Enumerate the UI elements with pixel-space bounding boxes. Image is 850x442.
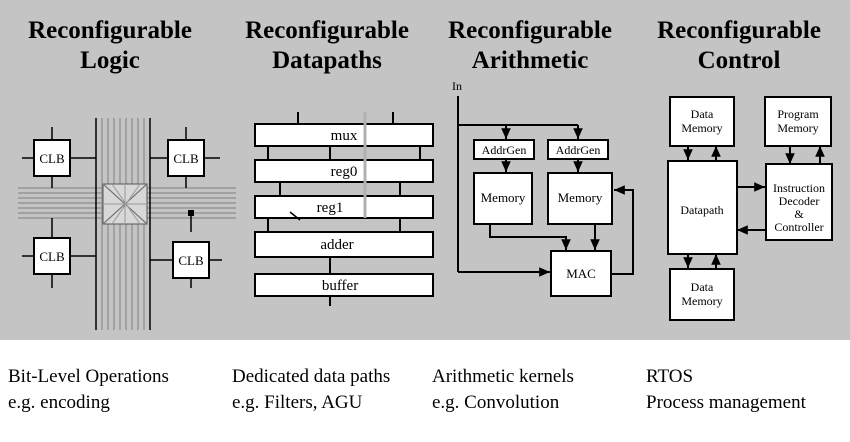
routing-wires xyxy=(22,118,222,330)
datapath-stack: mux reg0 reg1 adder buffer xyxy=(254,112,434,306)
datapath-label: Datapath xyxy=(680,203,723,217)
datapath-box xyxy=(667,160,738,255)
caption-line-2: e.g. Filters, AGU xyxy=(232,392,363,413)
data-memory-box-bottom xyxy=(669,268,735,321)
caption-line-1: Arithmetic kernels xyxy=(432,366,574,387)
heading-line-1: Reconfigurable xyxy=(28,17,192,44)
stage-label-adder: adder xyxy=(320,237,353,253)
stage-box-mux xyxy=(254,123,434,147)
mac-label: MAC xyxy=(566,266,596,281)
clb-block-top-left: CLB xyxy=(33,139,71,177)
switch-matrix xyxy=(102,183,148,225)
clb-label: CLB xyxy=(39,151,65,166)
clb-block-top-right: CLB xyxy=(167,139,205,177)
arithmetic-block: In AddrGen AddrGen Memory Memory MAC xyxy=(452,79,634,297)
memory-box-left xyxy=(473,172,533,225)
heading-line-1: Reconfigurable xyxy=(245,17,409,44)
heading-datapaths: Reconfigurable Datapaths xyxy=(222,16,432,76)
caption-line-2: Process management xyxy=(646,392,806,413)
input-label: In xyxy=(452,79,462,93)
stage-box-reg0 xyxy=(254,159,434,183)
heading-line-2: Arithmetic xyxy=(471,47,589,74)
stage-box-reg1 xyxy=(254,195,434,219)
addrgen-box-left xyxy=(473,139,535,160)
memory-box-right xyxy=(547,172,613,225)
mac-box xyxy=(550,250,612,297)
caption-line-1: Bit-Level Operations xyxy=(8,366,169,387)
heading-line-1: Reconfigurable xyxy=(448,17,612,44)
memory-label-left: Memory xyxy=(481,190,526,205)
clb-label: CLB xyxy=(178,253,204,268)
caption-control: RTOS Process management xyxy=(646,364,806,416)
heading-arithmetic: Reconfigurable Arithmetic xyxy=(425,16,635,76)
caption-line-2: e.g. encoding xyxy=(8,392,110,413)
caption-arithmetic: Arithmetic kernels e.g. Convolution xyxy=(432,364,574,416)
stage-label-reg0: reg0 xyxy=(331,164,358,180)
addrgen-label-left: AddrGen xyxy=(482,143,527,157)
stage-label-mux: mux xyxy=(331,128,358,144)
caption-line-1: RTOS xyxy=(646,366,694,387)
clb-block-bottom-left: CLB xyxy=(33,237,71,275)
heading-line-2: Logic xyxy=(80,47,140,74)
heading-logic: Reconfigurable Logic xyxy=(5,16,215,76)
stage-label-reg1: reg1 xyxy=(317,200,344,216)
caption-logic: Bit-Level Operations e.g. encoding xyxy=(8,364,169,416)
clb-label: CLB xyxy=(173,151,199,166)
caption-datapaths: Dedicated data paths e.g. Filters, AGU xyxy=(232,364,390,416)
clb-block-bottom-right: CLB xyxy=(172,241,210,279)
heading-line-2: Datapaths xyxy=(272,47,382,74)
memory-label-right: Memory xyxy=(558,190,603,205)
heading-control: Reconfigurable Control xyxy=(634,16,844,76)
addrgen-box-right xyxy=(547,139,609,160)
data-memory-box-top xyxy=(669,96,735,147)
heading-line-1: Reconfigurable xyxy=(657,17,821,44)
program-memory-box xyxy=(764,96,832,147)
controller-box xyxy=(765,163,833,241)
caption-line-2: e.g. Convolution xyxy=(432,392,560,413)
stage-box-adder xyxy=(254,231,434,258)
addrgen-label-right: AddrGen xyxy=(556,143,601,157)
caption-line-1: Dedicated data paths xyxy=(232,366,391,387)
architecture-diagram: CLB CLB CLB CLB mux reg0 reg1 adder xyxy=(18,79,833,330)
clb-label: CLB xyxy=(39,249,65,264)
stage-box-buffer xyxy=(254,273,434,297)
stage-label-buffer: buffer xyxy=(322,278,358,294)
heading-line-2: Control xyxy=(697,47,781,74)
